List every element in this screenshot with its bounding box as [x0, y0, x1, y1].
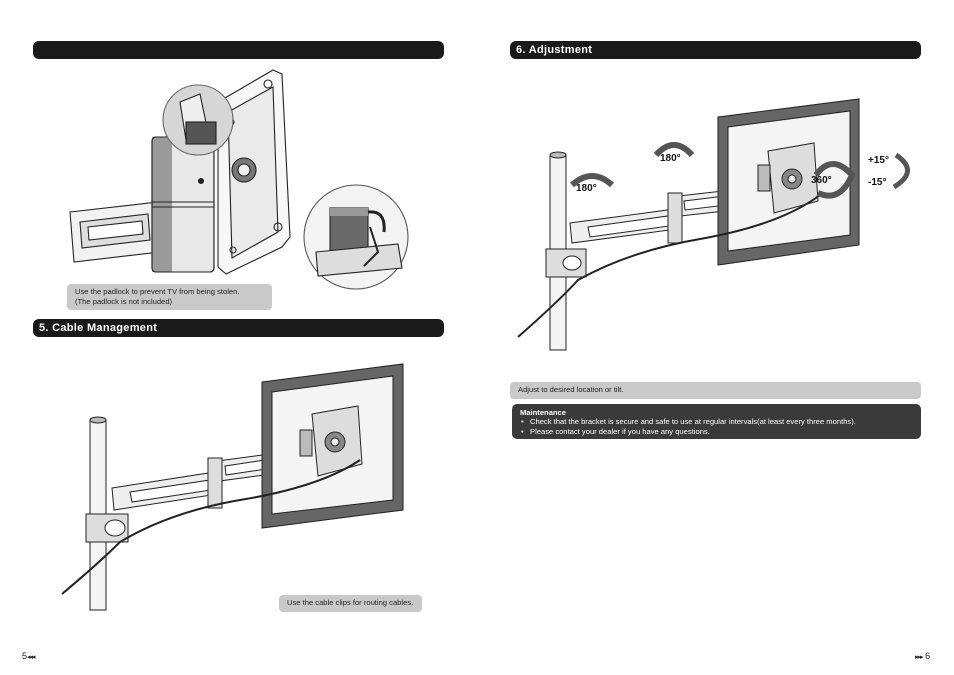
section5-header-bar: 5. Cable Management — [33, 319, 444, 337]
forward-arrows-icon: ▸▸▸ — [915, 654, 923, 661]
tilt-up-label: +15° — [868, 155, 889, 166]
swing-right-label: 180° — [660, 153, 681, 164]
tilt-down-label: -15° — [868, 177, 886, 188]
padlock-illustration — [69, 69, 409, 290]
adjust-caption: Adjust to desired location or tilt. — [510, 382, 921, 399]
page-number-left-text: 5 — [22, 651, 28, 661]
maintenance-item: Please contact your dealer if you have a… — [520, 427, 913, 437]
adjustment-illustration: 180° 180° 360° +15° -15° — [517, 98, 910, 351]
swing-left-label: 180° — [576, 183, 597, 194]
section4-header-bar — [33, 41, 444, 59]
padlock-caption: Use the padlock to prevent TV from being… — [67, 284, 272, 310]
cable-caption-text: Use the cable clips for routing cables. — [287, 598, 414, 607]
maintenance-item: Check that the bracket is secure and saf… — [520, 417, 913, 427]
maintenance-box: Maintenance Check that the bracket is se… — [512, 404, 921, 439]
page-number-right: ▸▸▸ 6 — [915, 651, 930, 661]
padlock-caption-line2: (The padlock is not included) — [75, 296, 173, 306]
page-number-left: 5◂◂◂ — [22, 651, 36, 661]
section6-header-bar: 6. Adjustment — [510, 41, 921, 59]
rotate-label: 360° — [811, 175, 832, 186]
cable-management-illustration — [61, 363, 404, 611]
padlock-caption-line1: Use the padlock to prevent TV from being… — [75, 287, 240, 296]
cable-caption: Use the cable clips for routing cables. — [279, 595, 422, 612]
rewind-arrows-icon: ◂◂◂ — [27, 654, 35, 661]
maintenance-title: Maintenance — [520, 408, 566, 417]
page-number-right-text: 6 — [925, 651, 931, 661]
adjust-caption-text: Adjust to desired location or tilt. — [518, 385, 624, 394]
